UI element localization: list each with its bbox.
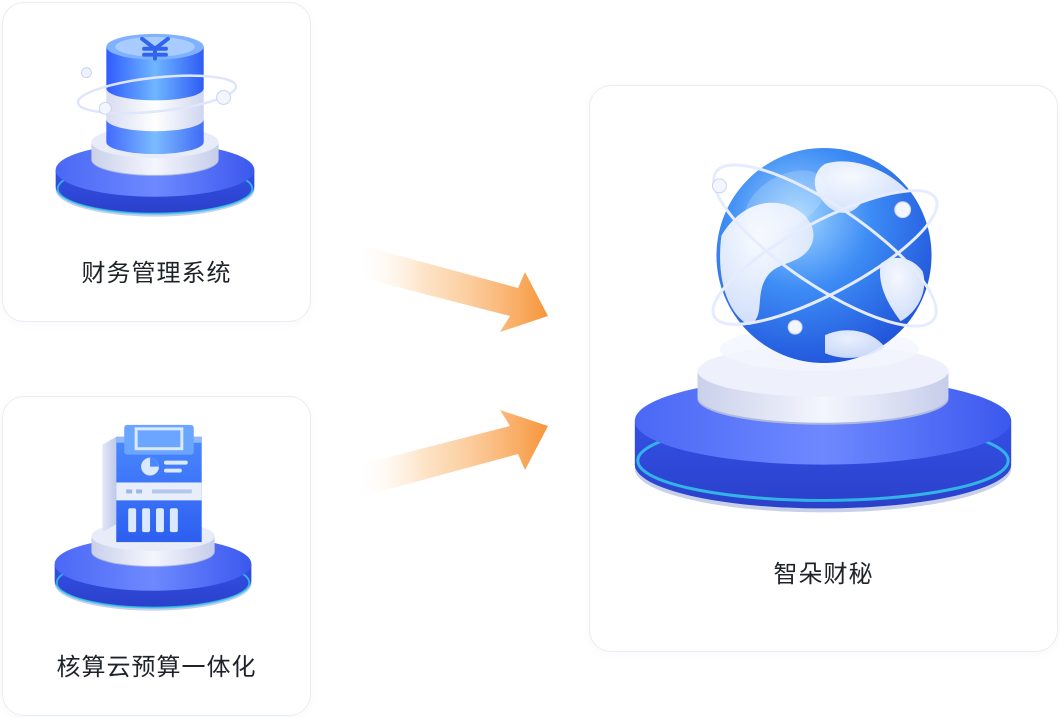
- globe-icon: [634, 147, 1012, 513]
- node-card-zhiduo: 智朵财秘: [589, 85, 1058, 652]
- node-label-finance-system: 财务管理系统: [81, 259, 232, 287]
- node-label-zhiduo: 智朵财秘: [773, 560, 874, 588]
- arrow-finance-to-zhiduo: [354, 244, 548, 332]
- server-cabinet-icon: [54, 424, 252, 611]
- arrow-budget-to-zhiduo: [354, 410, 548, 498]
- node-label-budget-integration: 核算云预算一体化: [56, 653, 257, 681]
- yen-database-icon: [55, 33, 255, 217]
- node-card-budget-integration: 核算云预算一体化: [2, 396, 311, 716]
- node-card-finance-system: 财务管理系统: [2, 2, 311, 322]
